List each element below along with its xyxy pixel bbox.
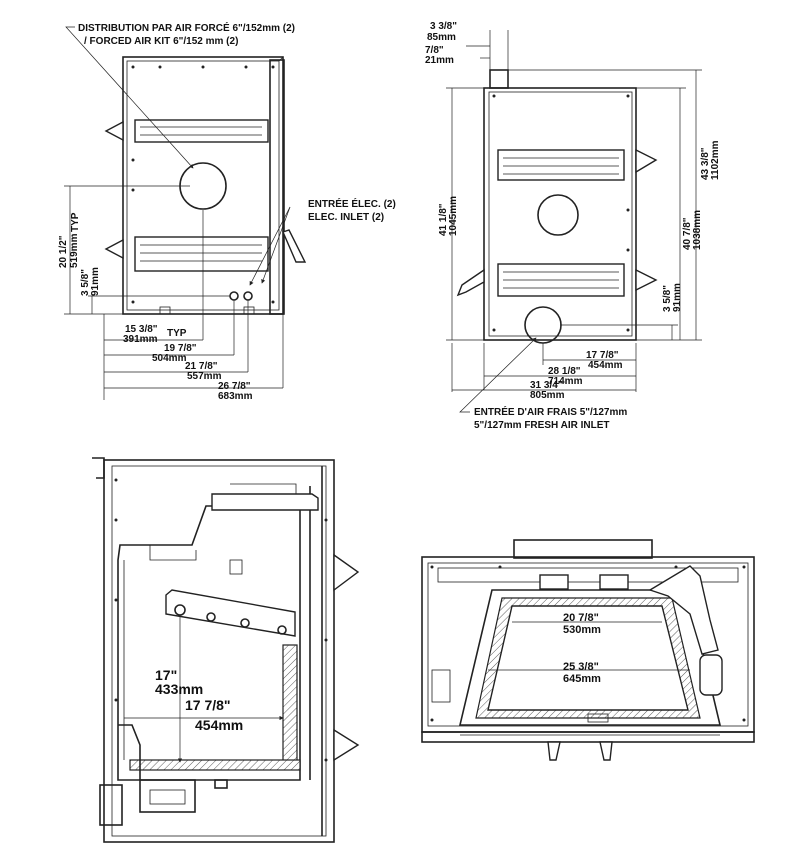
side-dim-28-in: 28 1/8" <box>548 366 581 377</box>
front-top-mm: 530mm <box>563 624 601 636</box>
elec-inlet-label-1: ENTRÉE ÉLEC. (2) <box>308 197 396 210</box>
side-dim-17-in: 17 7/8" <box>586 350 619 361</box>
side-right1-mm: 1102mm <box>710 140 721 180</box>
front-view: 20 7/8" 530mm 25 3/8" 645mm <box>421 539 755 761</box>
side-vent-opening <box>537 194 579 236</box>
elec-inlet-label-2: ELEC. INLET (2) <box>308 212 384 223</box>
rear-dim-19-in: 19 7/8" <box>164 343 197 354</box>
front-bottom-in: 25 3/8" <box>563 661 599 673</box>
section-depth-in: 17 7/8" <box>185 697 231 713</box>
rear-dim-21-mm: 557mm <box>187 371 222 382</box>
section-height-mm: 433mm <box>155 681 203 697</box>
rear-height-dim-in: 20 1/2" <box>58 235 69 268</box>
rear-height-typ: TYP <box>70 212 81 232</box>
side-dim-28-mm: 714mm <box>548 376 583 387</box>
rear-dim-15-typ: TYP <box>167 328 187 339</box>
front-bottom-mm: 645mm <box>563 673 601 685</box>
rear-small-dim-mm: 91mm <box>90 267 101 296</box>
side-top2-in: 7/8" <box>425 45 444 56</box>
rear-dim-15-mm: 391mm <box>123 334 158 345</box>
elec-inlet-2 <box>243 291 253 301</box>
fresh-air-label-2: 5"/127mm FRESH AIR INLET <box>474 420 610 431</box>
side-right3-mm: 91mm <box>672 283 683 312</box>
side-right1-in: 43 3/8" <box>700 147 711 180</box>
side-left-mm: 1045mm <box>448 196 459 236</box>
section-depth-mm: 454mm <box>195 717 243 733</box>
rear-dim-26-mm: 683mm <box>218 391 253 402</box>
section-height-in: 17" <box>155 667 177 683</box>
side-top1-mm: 85mm <box>427 32 456 43</box>
side-top1-in: 3 3/8" <box>430 21 457 32</box>
side-right2-in: 40 7/8" <box>682 217 693 250</box>
rear-view: DISTRIBUTION PAR AIR FORCÉ 6"/152mm (2) … <box>58 21 396 402</box>
side-dim-31-mm: 805mm <box>530 390 565 401</box>
side-right2-mm: 1038mm <box>692 210 703 250</box>
section-view: 17" 433mm 17 7/8" 454mm <box>92 457 360 843</box>
side-view: 3 3/8" 85mm 7/8" 21mm 41 1/8" 1045mm 43 … <box>425 21 721 431</box>
side-top2-mm: 21mm <box>425 55 454 66</box>
elec-inlet-1 <box>229 291 239 301</box>
fresh-air-inlet <box>524 306 562 344</box>
rear-dim-21-in: 21 7/8" <box>185 361 218 372</box>
rear-top-vent <box>134 119 269 143</box>
fresh-air-label-1: ENTRÉE D'AIR FRAIS 5"/127mm <box>474 405 627 418</box>
rear-bottom-vent <box>134 236 269 272</box>
forced-air-label-1: DISTRIBUTION PAR AIR FORCÉ 6"/152mm (2) <box>78 21 295 34</box>
side-left-in: 41 1/8" <box>438 203 449 236</box>
side-dim-17-mm: 454mm <box>588 360 623 371</box>
rear-small-dim-in: 3 5/8" <box>80 269 91 296</box>
rear-dim-19-mm: 504mm <box>152 353 187 364</box>
rear-dim-15-in: 15 3/8" <box>125 324 158 335</box>
front-top-in: 20 7/8" <box>563 612 599 624</box>
log-rail <box>165 589 296 637</box>
side-dim-31-in: 31 3/4" <box>530 380 563 391</box>
rear-height-dim-mm: 519mm <box>69 233 80 268</box>
side-right3-in: 3 5/8" <box>662 285 673 312</box>
forced-air-label-2: / FORCED AIR KIT 6"/152 mm (2) <box>84 36 238 47</box>
rear-dim-26-in: 26 7/8" <box>218 381 251 392</box>
